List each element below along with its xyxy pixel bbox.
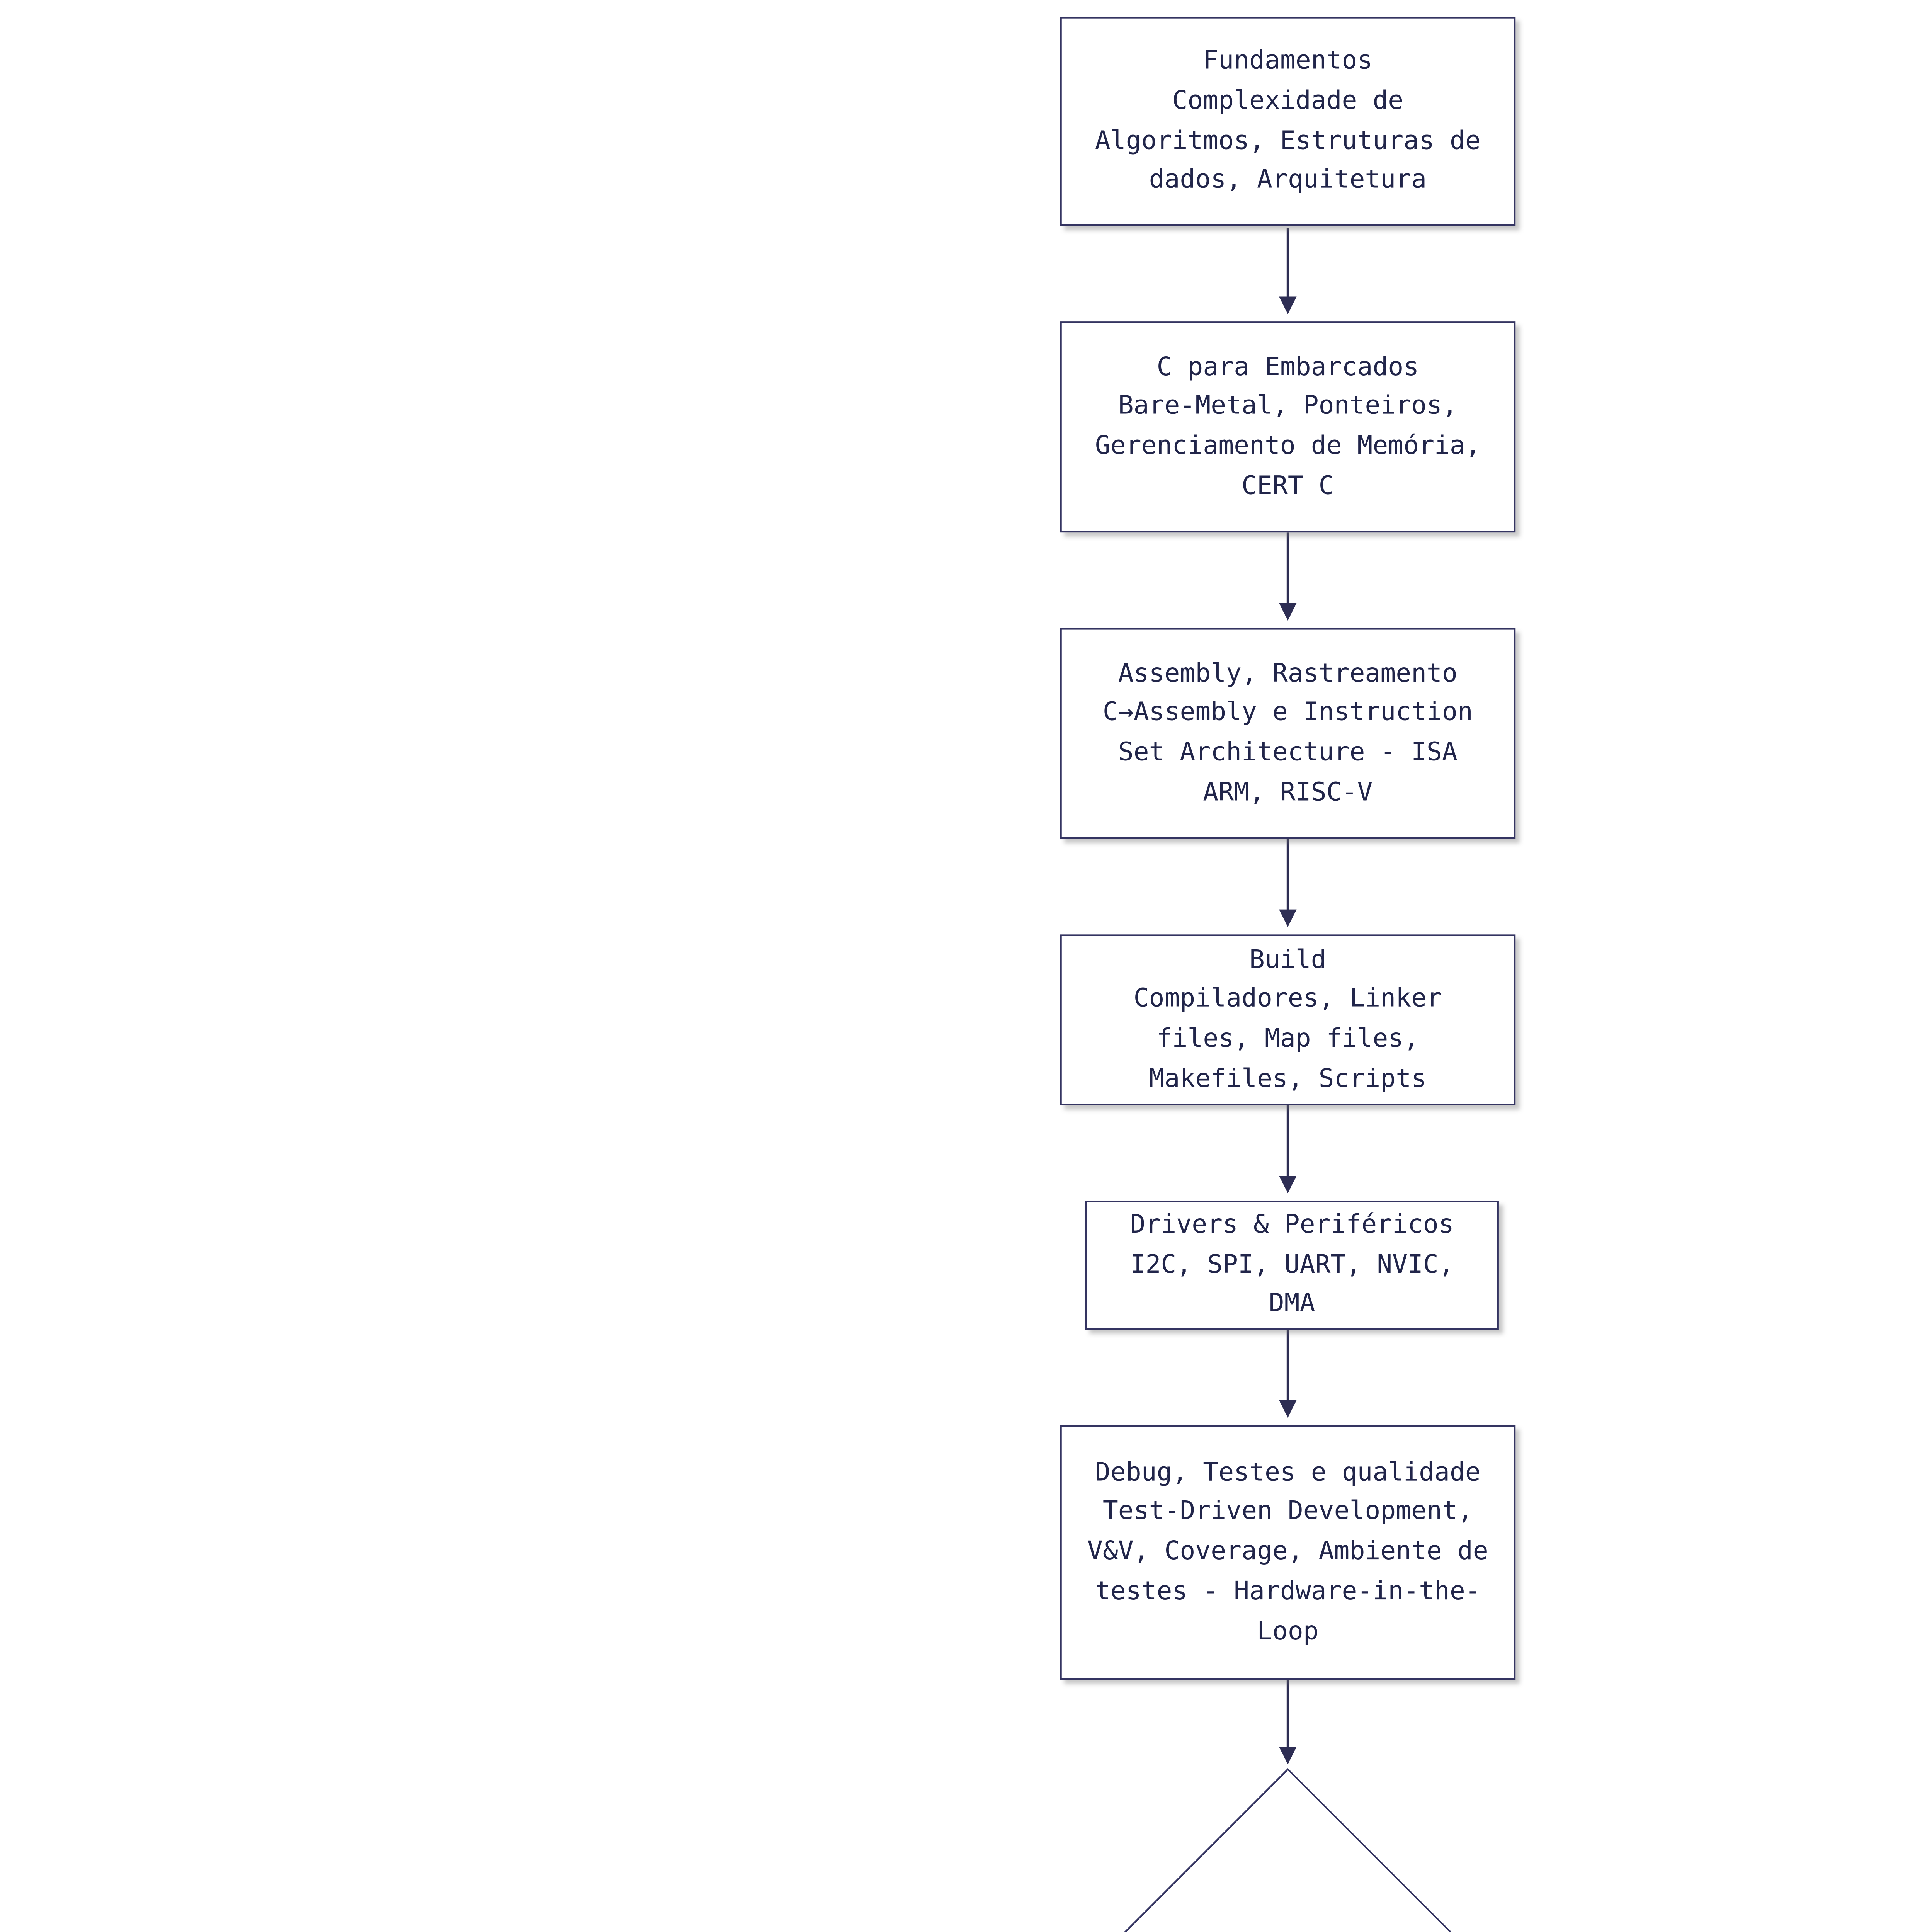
node-body: Compiladores, Linker files, Map files, M…: [1133, 983, 1442, 1093]
node-body: Complexidade de Algoritmos, Estruturas d…: [1095, 85, 1481, 195]
node-fundamentos: Fundamentos Complexidade de Algoritmos, …: [1060, 17, 1516, 226]
node-c-para-embarcados: C para Embarcados Bare-Metal, Ponteiros,…: [1060, 321, 1516, 533]
node-body: I2C, SPI, UART, NVIC, DMA: [1130, 1248, 1454, 1319]
node-title: Debug, Testes e qualidade: [1095, 1456, 1481, 1487]
node-build: Build Compiladores, Linker files, Map fi…: [1060, 934, 1516, 1105]
node-title: C para Embarcados: [1156, 351, 1419, 381]
node-debug-testes: Debug, Testes e qualidade Test-Driven De…: [1060, 1425, 1516, 1680]
node-title: Build: [1249, 944, 1327, 974]
node-title: Fundamentos: [1203, 45, 1373, 76]
node-assembly: Assembly, Rastreamento C→Assembly e Inst…: [1060, 628, 1516, 839]
node-body: C→Assembly e Instruction Set Architectur…: [1102, 697, 1473, 807]
node-title: Assembly, Rastreamento: [1118, 657, 1458, 688]
node-drivers-perifericos: Drivers & Periféricos I2C, SPI, UART, NV…: [1085, 1201, 1499, 1330]
node-body: Bare-Metal, Ponteiros, Gerenciamento de …: [1095, 391, 1481, 500]
node-title: Drivers & Periféricos: [1130, 1209, 1454, 1239]
node-body: Test-Driven Development, V&V, Coverage, …: [1087, 1496, 1488, 1646]
